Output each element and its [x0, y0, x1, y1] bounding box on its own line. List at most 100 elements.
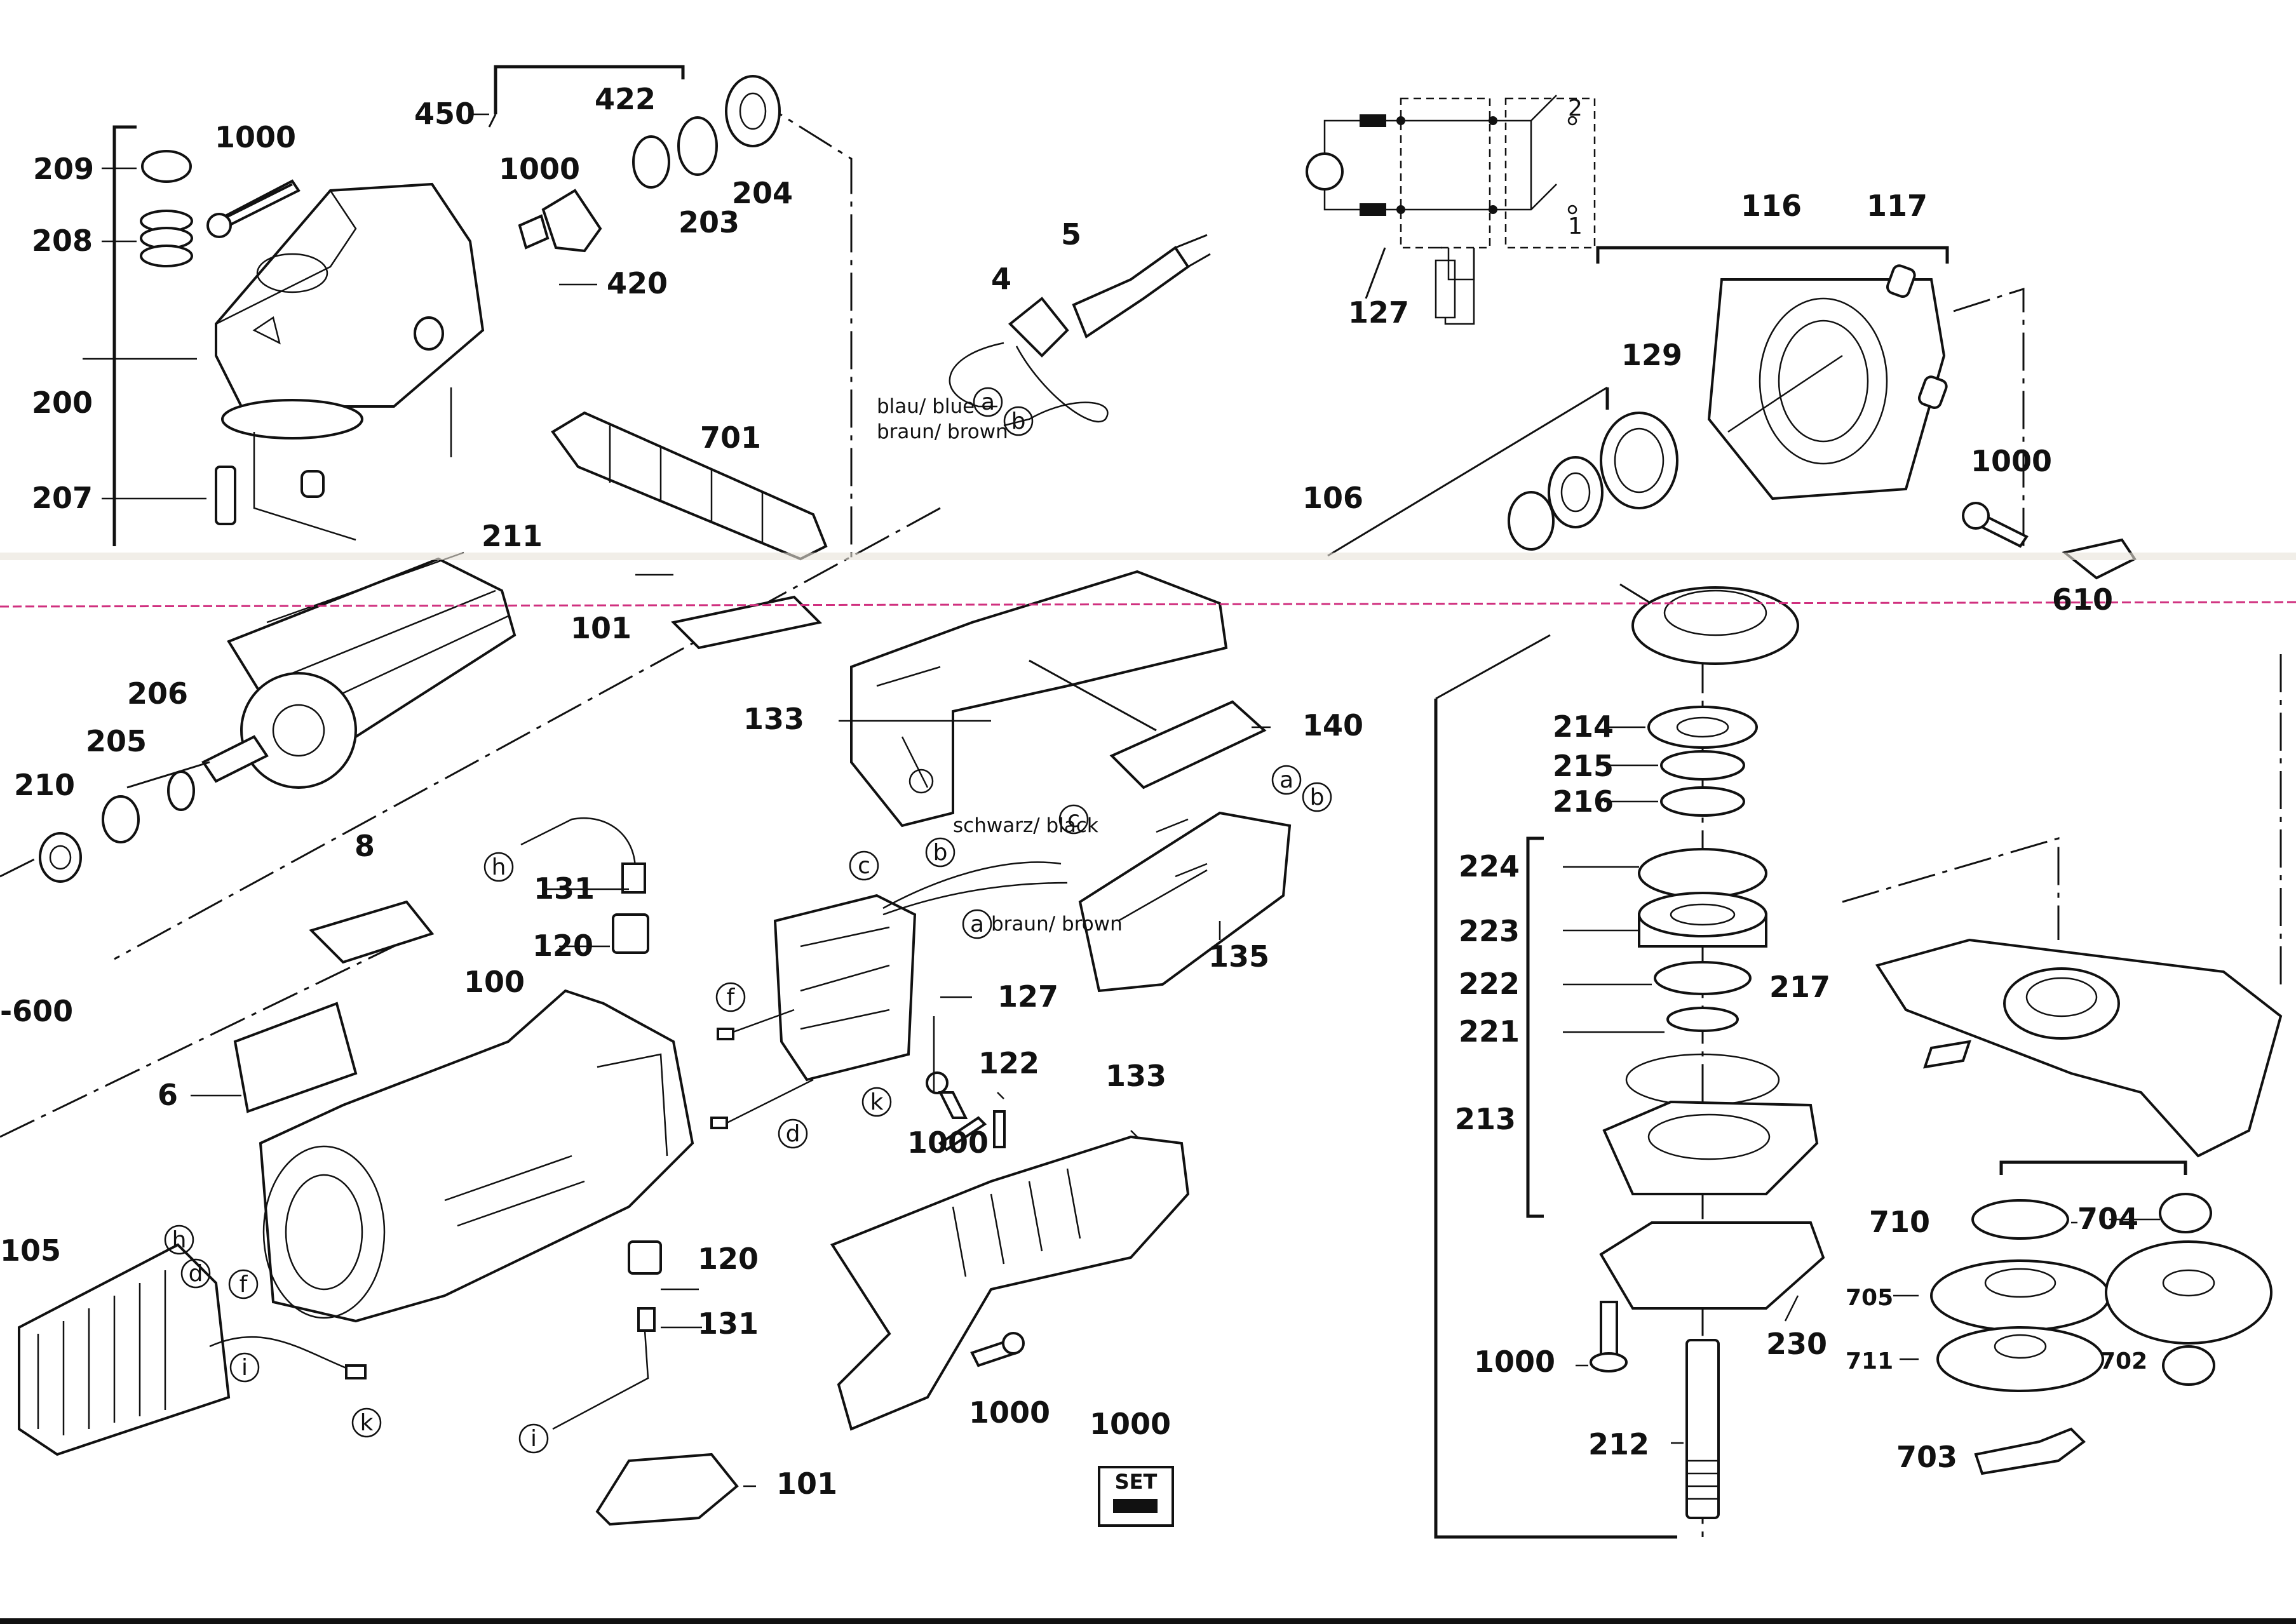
- label-120-b: 120: [698, 1242, 759, 1276]
- motor-housing: [0, 900, 694, 1323]
- label-133-b: 133: [1105, 1059, 1166, 1093]
- label-422: 422: [595, 82, 656, 116]
- label-120-a: 120: [532, 929, 593, 963]
- marker-c-1: c: [1067, 807, 1080, 833]
- marker-d-1: d: [786, 1121, 800, 1147]
- label-208: 208: [32, 224, 93, 258]
- label-1000-e: 1000: [969, 1395, 1050, 1430]
- label-1000-g: 1000: [1474, 1345, 1555, 1379]
- label-8: 8: [355, 829, 375, 863]
- set-label: SET: [1115, 1470, 1158, 1494]
- label-129: 129: [1621, 338, 1682, 372]
- switch-1-label: 1: [1568, 213, 1583, 239]
- gear-flange-assembly: [1327, 246, 2137, 580]
- label-205: 205: [86, 724, 147, 758]
- label-710: 710: [1869, 1205, 1930, 1239]
- label-711: 711: [1846, 1348, 1893, 1374]
- label-116: 116: [1741, 189, 1802, 223]
- label-101-a: 101: [571, 611, 631, 645]
- label-223: 223: [1459, 914, 1520, 948]
- marker-b-2: b: [1310, 784, 1325, 810]
- label-105: 105: [0, 1233, 61, 1268]
- note-blue: blau/ blue: [877, 395, 975, 418]
- schematic-labels: 2 1: [1568, 95, 1583, 239]
- label-210: 210: [14, 768, 75, 802]
- label-214: 214: [1553, 709, 1614, 744]
- label-211: 211: [482, 519, 543, 553]
- label-200: 200: [32, 386, 93, 420]
- label-703: 703: [1896, 1440, 1957, 1474]
- label-4: 4: [991, 262, 1011, 296]
- marker-h-2: h: [172, 1227, 187, 1253]
- label-135: 135: [1208, 939, 1269, 974]
- label-106: 106: [1302, 481, 1363, 515]
- note-brown-b: braun/ brown: [991, 913, 1123, 936]
- marker-f-1: f: [727, 984, 736, 1010]
- label-1000-c: 1000: [1971, 444, 2052, 478]
- set-icon: SET: [1098, 1466, 1174, 1527]
- label-122: 122: [978, 1046, 1039, 1080]
- marker-a-1: a: [981, 389, 995, 415]
- label-1000-a: 1000: [215, 120, 296, 154]
- marker-k-1: k: [870, 1089, 884, 1115]
- part-labels: 209 1000 450 422 1000 204 203 208 420 20…: [0, 82, 2147, 1501]
- label-204: 204: [732, 176, 793, 210]
- note-brown-a: braun/ brown: [877, 420, 1008, 443]
- wiring-schematic: [1306, 95, 1596, 325]
- stator: [18, 1243, 367, 1456]
- marker-b-3: b: [933, 840, 948, 866]
- marker-k-2: k: [360, 1410, 374, 1436]
- handle-housing-top: [670, 570, 1292, 993]
- wire-notes: blau/ blue braun/ brown schwarz/ black b…: [877, 395, 1123, 936]
- label-117: 117: [1867, 189, 1928, 223]
- label-215: 215: [1553, 749, 1614, 783]
- label-6: 6: [158, 1078, 178, 1112]
- label-224: 224: [1459, 849, 1520, 883]
- switch-2-label: 2: [1568, 95, 1583, 121]
- marker-h-1: h: [492, 854, 506, 880]
- connection-markers: a b a b c c b a f k d h h d f i k i: [164, 387, 1332, 1454]
- label-203: 203: [679, 205, 739, 239]
- label-131-b: 131: [698, 1306, 759, 1341]
- label-704: 704: [2077, 1202, 2138, 1236]
- guard-assembly: [1842, 654, 2283, 1475]
- label-701: 701: [700, 420, 761, 455]
- label-702: 702: [2100, 1348, 2147, 1374]
- label-213: 213: [1455, 1102, 1516, 1136]
- scan-artifact-lines: [0, 553, 2296, 1624]
- label-1000-d: 1000: [907, 1125, 989, 1160]
- label-216: 216: [1553, 784, 1614, 819]
- rear-handle: [552, 1071, 1190, 1526]
- label-610: 610: [2052, 582, 2113, 617]
- marker-a-2: a: [1280, 767, 1293, 793]
- label-206: 206: [127, 676, 188, 711]
- label-450: 450: [414, 97, 475, 131]
- label-222: 222: [1459, 967, 1520, 1001]
- marker-b-1: b: [1011, 408, 1026, 434]
- label-212: 212: [1588, 1427, 1649, 1461]
- spindle-stack: [1434, 583, 1825, 1539]
- label-600: -600: [0, 994, 73, 1028]
- label-127-b: 127: [997, 979, 1058, 1014]
- label-131-a: 131: [534, 871, 595, 906]
- label-140: 140: [1302, 708, 1363, 742]
- gear-head-assembly: [112, 65, 853, 561]
- electronics-module: [520, 817, 1068, 1129]
- label-100: 100: [464, 965, 525, 999]
- label-127-a: 127: [1348, 295, 1409, 330]
- leader-lines: [83, 113, 2160, 1487]
- label-1000-b: 1000: [499, 152, 580, 186]
- label-5: 5: [1061, 217, 1081, 252]
- label-209: 209: [33, 152, 94, 186]
- label-1000-f: 1000: [1090, 1407, 1171, 1441]
- marker-i-2: i: [530, 1426, 537, 1452]
- marker-c-2: c: [858, 853, 870, 879]
- label-133-a: 133: [743, 702, 804, 736]
- marker-d-2: d: [189, 1261, 203, 1287]
- label-705: 705: [1846, 1285, 1893, 1311]
- label-420: 420: [607, 266, 668, 300]
- label-101-b: 101: [776, 1466, 837, 1501]
- marker-f-2: f: [240, 1272, 248, 1298]
- label-221: 221: [1459, 1014, 1520, 1049]
